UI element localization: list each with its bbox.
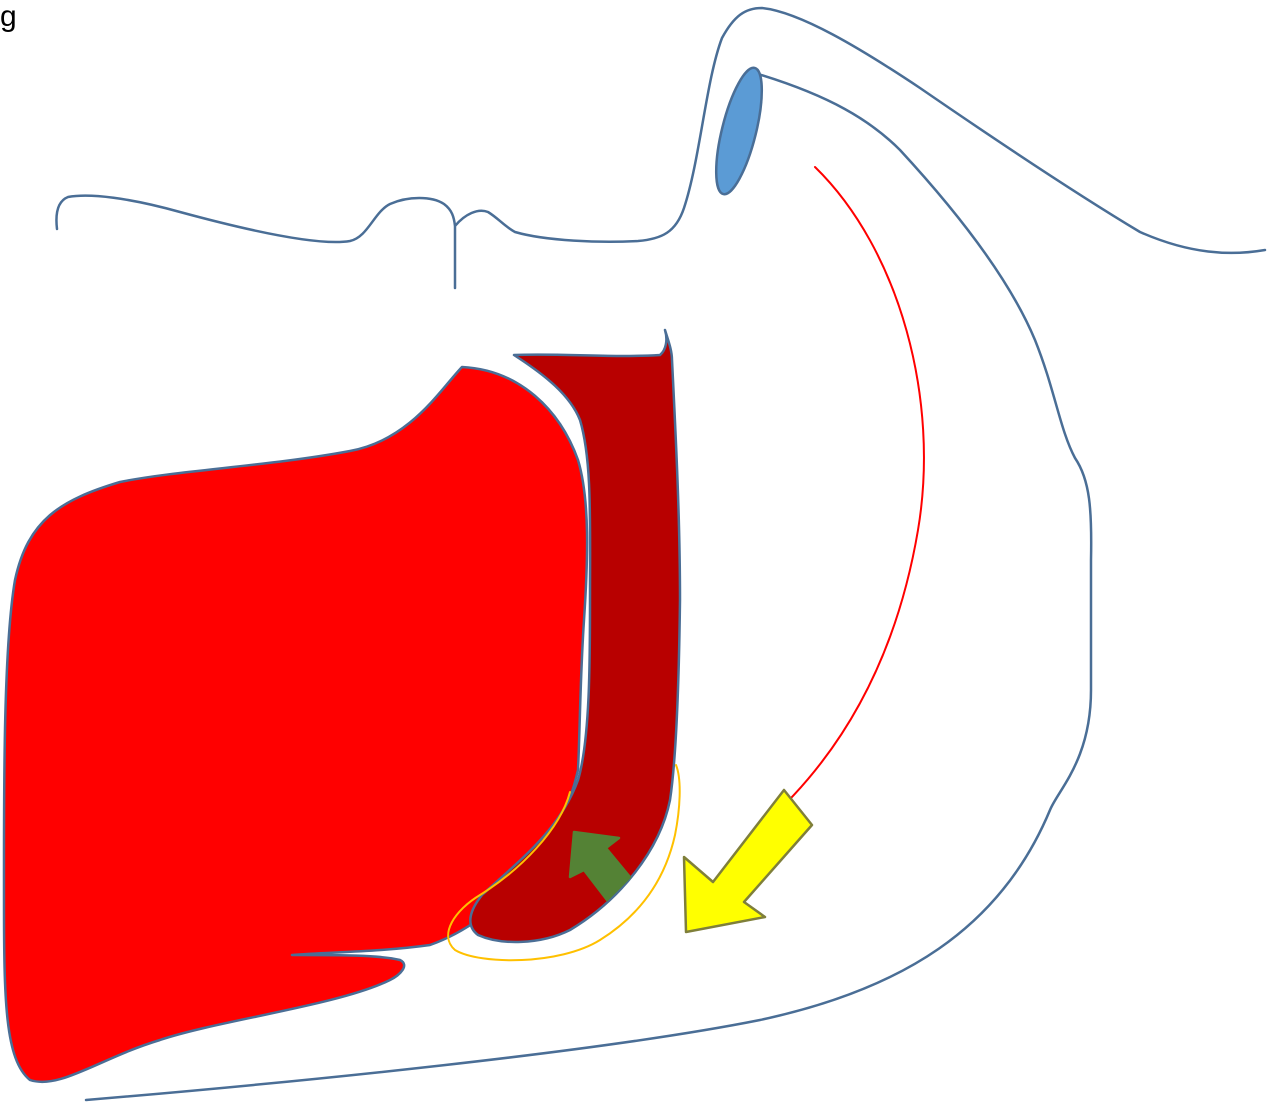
face-profile-outline (56, 8, 1265, 288)
arrow-down-left-icon (684, 790, 812, 932)
red-curve-line (755, 167, 924, 832)
liver-shape (4, 367, 587, 1082)
eye-ellipse (707, 64, 771, 198)
